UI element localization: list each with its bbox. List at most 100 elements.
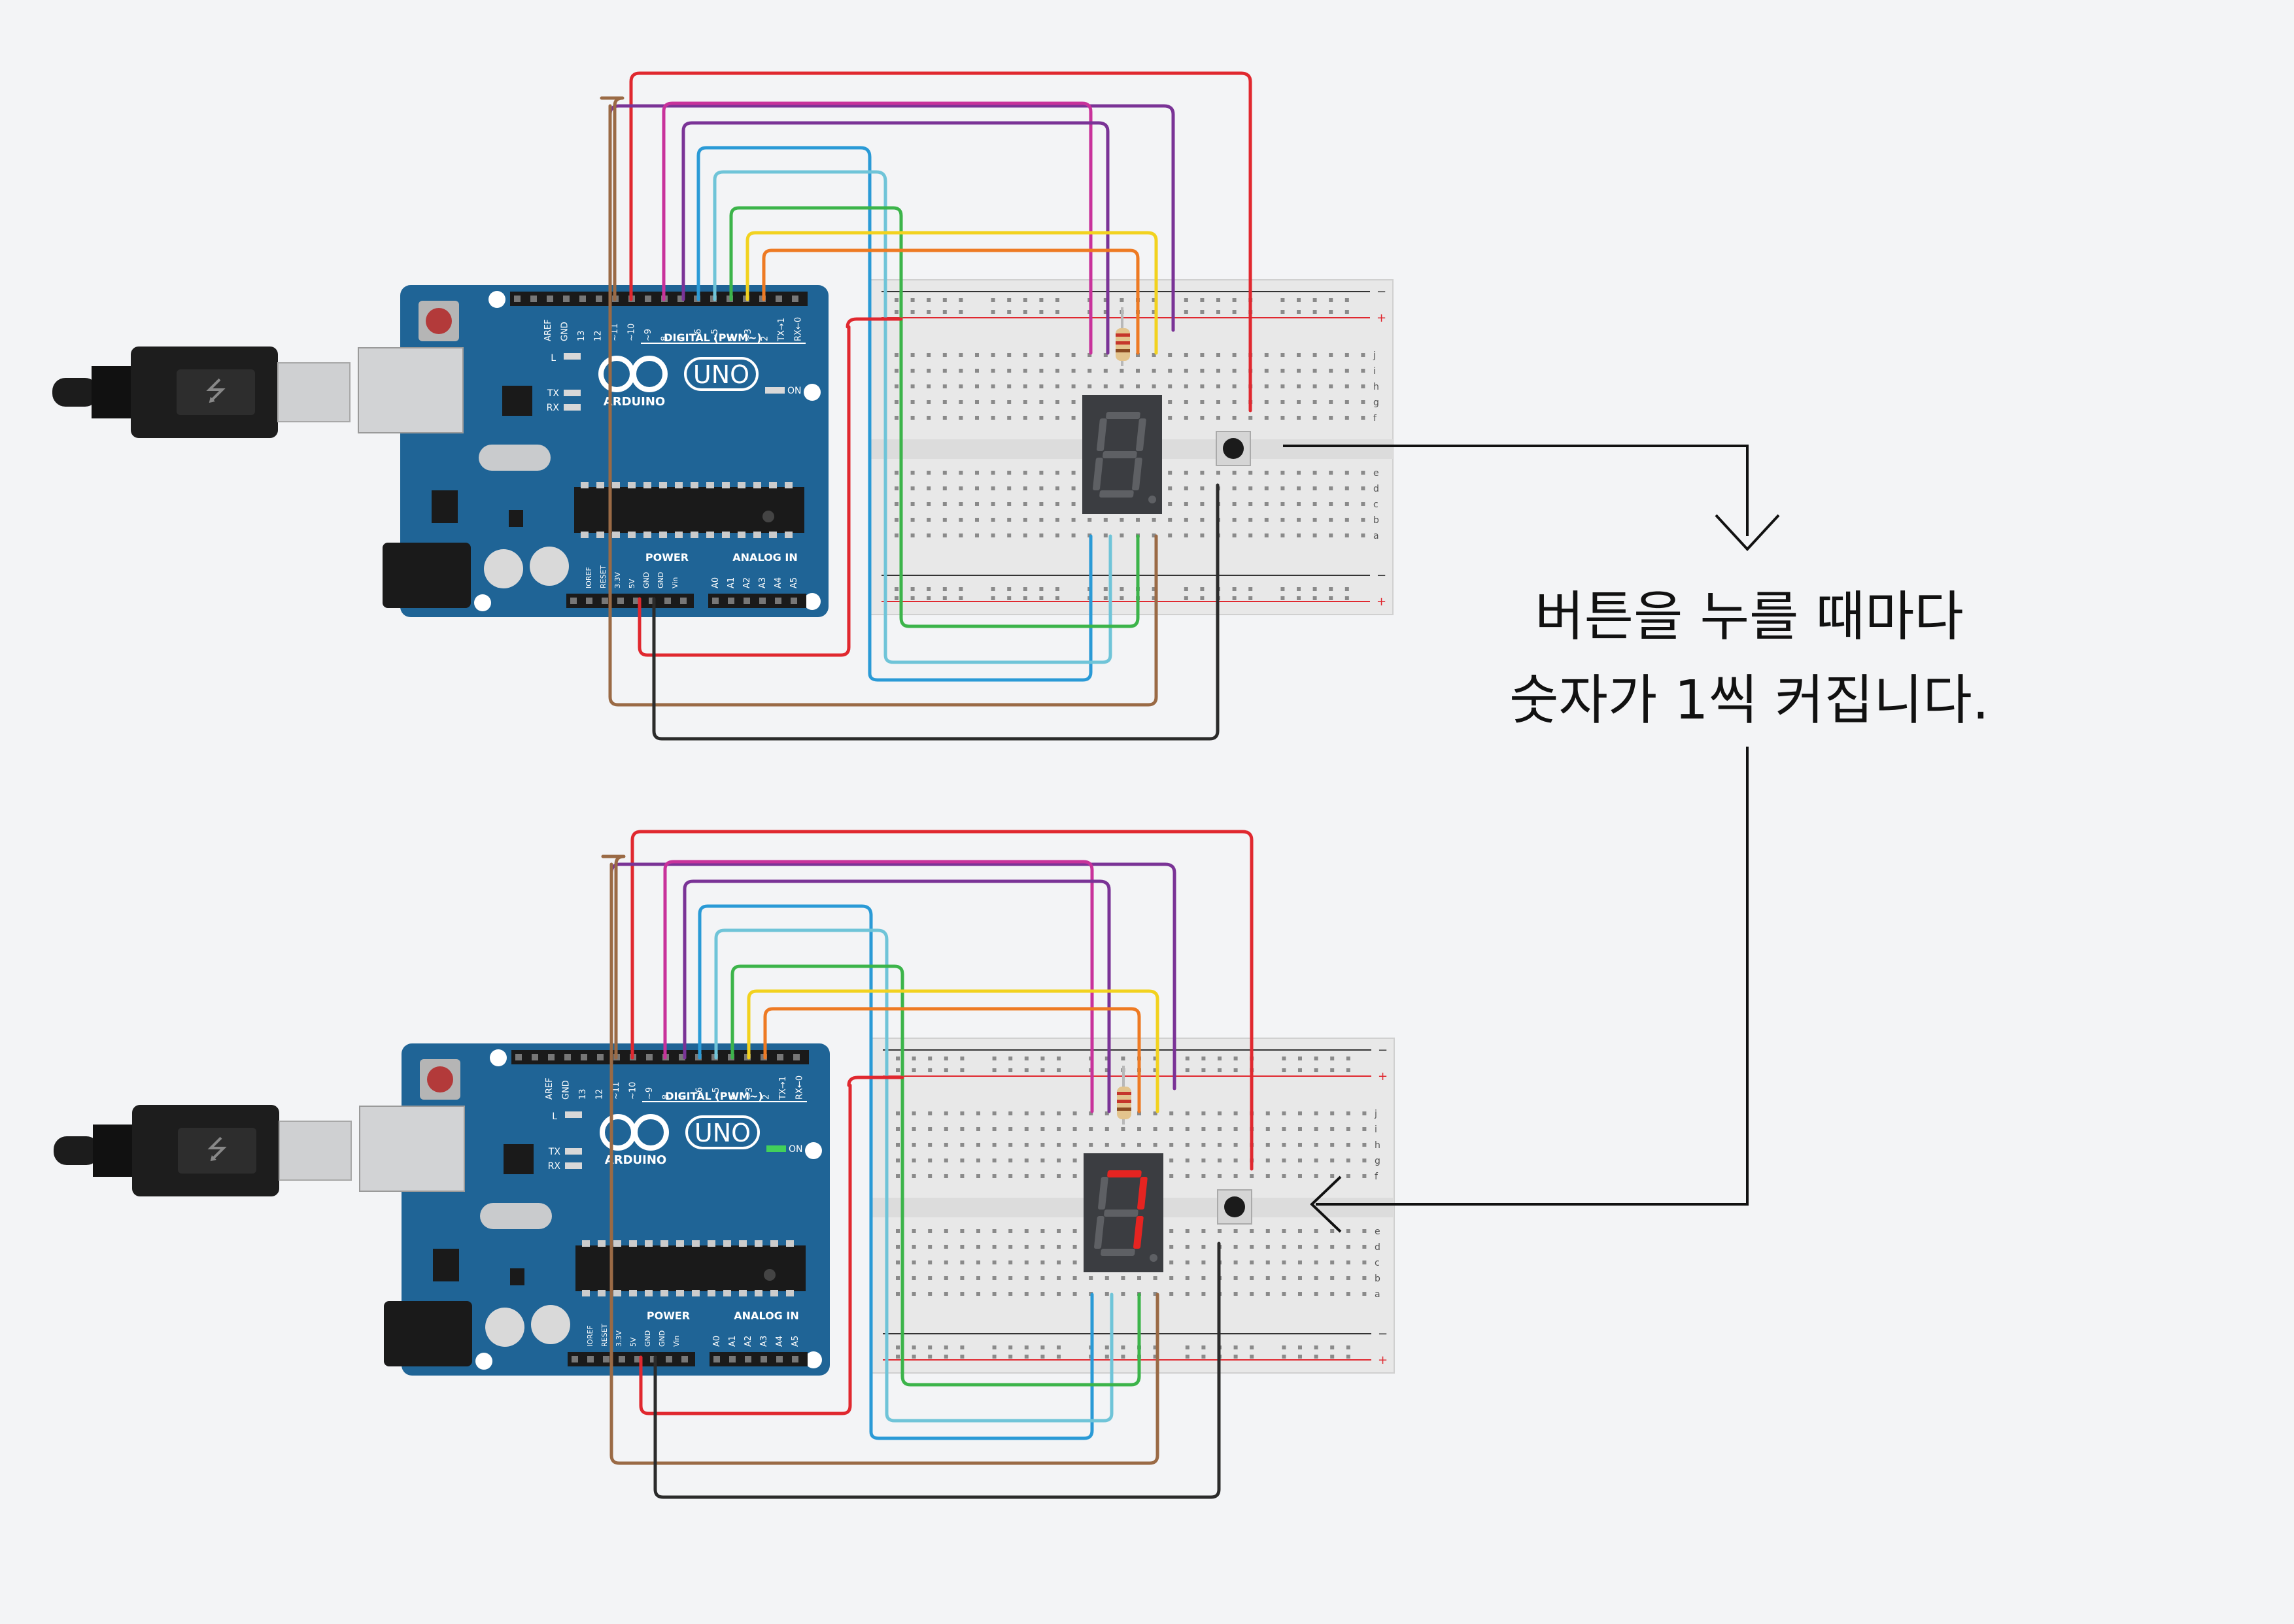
terminal-hole xyxy=(1007,384,1012,388)
segment-e xyxy=(1094,1216,1104,1249)
terminal-hole xyxy=(1104,1127,1109,1131)
chip-pin xyxy=(738,482,745,488)
terminal-hole xyxy=(1218,1159,1222,1162)
terminal-hole xyxy=(1057,1159,1061,1162)
terminal-hole xyxy=(1344,369,1349,373)
row-letter: g xyxy=(1375,1156,1380,1166)
rail-hole xyxy=(1104,1345,1109,1349)
terminal-hole xyxy=(1297,353,1301,357)
regulator xyxy=(433,1249,459,1281)
terminal-hole xyxy=(1087,369,1092,373)
rail-hole xyxy=(1233,1345,1238,1349)
terminal-hole xyxy=(1040,1159,1045,1162)
rail-hole xyxy=(1200,587,1205,591)
rail-hole xyxy=(1055,587,1059,591)
board-pcb xyxy=(402,1043,830,1376)
wire-green xyxy=(729,206,1140,628)
terminal-hole xyxy=(1055,353,1059,357)
terminal-hole xyxy=(1152,353,1156,357)
terminal-hole xyxy=(959,369,963,373)
terminal-hole xyxy=(960,1111,965,1115)
terminal-hole xyxy=(1280,486,1285,490)
rail-hole xyxy=(1024,1355,1029,1359)
chip-pin xyxy=(628,532,636,538)
caption: 버튼을 누를 때마다 숫자가 1씩 커집니다. xyxy=(1393,575,2106,743)
terminal-hole xyxy=(975,533,979,537)
header-pin xyxy=(745,1356,751,1362)
terminal-hole xyxy=(1282,1245,1286,1249)
terminal-hole xyxy=(1362,1260,1367,1264)
terminal-hole xyxy=(1089,1143,1093,1147)
segment-b xyxy=(1137,1177,1148,1210)
terminal-hole xyxy=(1362,1174,1367,1178)
terminal-hole xyxy=(975,353,979,357)
resistor-band xyxy=(1117,1108,1131,1111)
rail-hole xyxy=(1297,310,1301,314)
rail-hole xyxy=(912,1068,916,1072)
terminal-hole xyxy=(1087,384,1092,388)
terminal-hole xyxy=(1298,1111,1302,1115)
terminal-hole xyxy=(991,369,995,373)
rail-minus-label: − xyxy=(1377,569,1386,583)
rail-hole xyxy=(1023,310,1027,314)
usb-cable: ⭍ xyxy=(52,347,351,438)
terminal-hole xyxy=(942,486,947,490)
terminal-hole xyxy=(1361,518,1365,522)
terminal-hole xyxy=(1024,1174,1029,1178)
rail-hole xyxy=(1057,1057,1061,1060)
terminal-hole xyxy=(1103,369,1108,373)
digital-pin-label: TX→1 xyxy=(777,318,787,342)
terminal-hole xyxy=(896,1292,900,1296)
terminal-hole xyxy=(975,416,979,420)
led-l-label: L xyxy=(551,353,556,364)
terminal-hole xyxy=(1024,1159,1029,1162)
terminal-hole xyxy=(912,1292,916,1296)
mounting-hole xyxy=(474,594,491,611)
terminal-hole xyxy=(1057,1111,1061,1115)
header-pin xyxy=(677,296,684,302)
chip-pin xyxy=(598,1240,606,1247)
rail-hole xyxy=(1329,298,1333,302)
terminal-hole xyxy=(1023,384,1027,388)
usb-b-port xyxy=(358,347,464,433)
rail-hole xyxy=(928,1345,933,1349)
terminal-hole xyxy=(1330,1111,1335,1115)
header-pin xyxy=(791,598,797,604)
crystal xyxy=(479,445,551,471)
rail-hole xyxy=(1200,596,1205,600)
header-pin xyxy=(649,598,655,604)
terminal-hole xyxy=(1184,518,1188,522)
terminal-hole xyxy=(1265,1276,1270,1280)
terminal-hole xyxy=(1330,1260,1335,1264)
terminal-hole xyxy=(1233,1260,1238,1264)
terminal-hole xyxy=(928,1143,933,1147)
chip-pin xyxy=(770,1290,778,1296)
segment-c xyxy=(1132,458,1142,490)
terminal-hole xyxy=(1169,1159,1174,1162)
digital-label: DIGITAL (PWM~) xyxy=(665,1090,762,1102)
terminal-hole xyxy=(1344,471,1349,475)
terminal-hole xyxy=(1103,353,1108,357)
terminal-hole xyxy=(1330,1229,1335,1233)
terminal-hole xyxy=(895,384,899,388)
power-header xyxy=(568,1352,695,1366)
terminal-hole xyxy=(1136,384,1140,388)
row-letter: j xyxy=(1373,350,1376,361)
terminal-hole xyxy=(1104,1143,1109,1147)
led-l xyxy=(565,1111,582,1118)
terminal-hole xyxy=(927,471,931,475)
terminal-hole xyxy=(912,1111,916,1115)
terminal-hole xyxy=(1072,1127,1077,1131)
rail-hole xyxy=(1233,1068,1238,1072)
resistor-band xyxy=(1116,349,1130,352)
segment-a xyxy=(1107,1170,1142,1177)
terminal-hole xyxy=(1248,471,1253,475)
terminal-hole xyxy=(1185,1159,1190,1162)
rail-hole xyxy=(960,1068,965,1072)
terminal-hole xyxy=(1072,1245,1077,1249)
terminal-hole xyxy=(1121,1127,1125,1131)
rail-hole xyxy=(896,1068,900,1072)
terminal-hole xyxy=(1297,502,1301,506)
header-pin xyxy=(777,1054,783,1060)
rail-hole xyxy=(1104,1057,1109,1060)
